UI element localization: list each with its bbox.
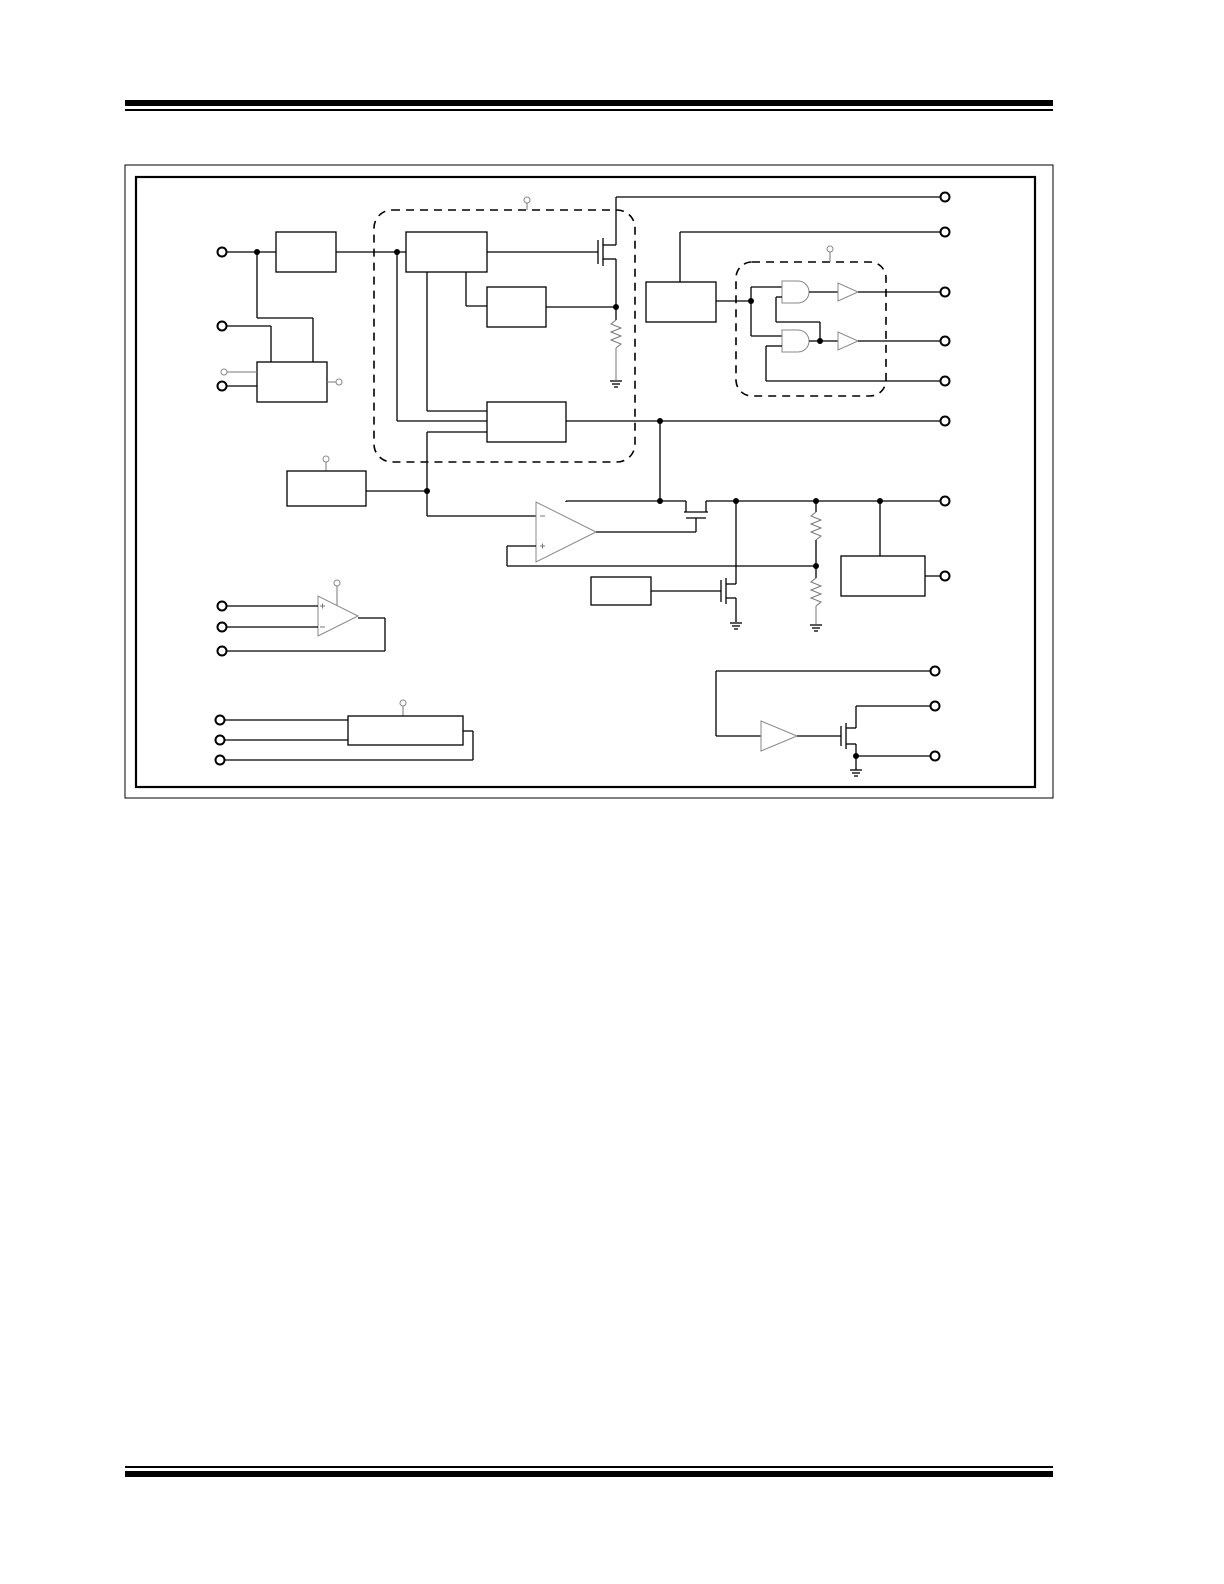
supply-node-icon bbox=[399, 699, 407, 707]
input-block-top bbox=[220, 231, 406, 403]
pin-right bbox=[939, 375, 951, 387]
pin-right bbox=[929, 700, 941, 712]
supply-node-icon bbox=[220, 368, 228, 376]
pin-right bbox=[939, 495, 951, 507]
header-rule-thick bbox=[125, 100, 1053, 106]
supply-node-icon bbox=[333, 579, 341, 587]
pin-left bbox=[216, 600, 228, 612]
pin-left bbox=[216, 320, 228, 332]
pins-left bbox=[214, 246, 228, 766]
pin-left bbox=[214, 734, 226, 746]
pin-left bbox=[214, 754, 226, 766]
pin-right bbox=[929, 665, 941, 677]
supply-node-icon bbox=[335, 378, 343, 386]
supply-node-icon bbox=[322, 455, 330, 463]
figure-frame-outer bbox=[124, 164, 1054, 799]
supply-node-icon bbox=[826, 245, 834, 253]
pins-right bbox=[929, 191, 951, 762]
footer-rule-thin bbox=[125, 1466, 1053, 1468]
monitor-block bbox=[840, 501, 945, 597]
discharge-switch bbox=[590, 501, 742, 630]
header-rule-thin bbox=[125, 109, 1053, 111]
pin-right bbox=[939, 335, 951, 347]
pin-left bbox=[214, 714, 226, 726]
pin-left bbox=[216, 621, 228, 633]
pin-right bbox=[939, 570, 951, 582]
bottom-block bbox=[224, 699, 474, 761]
comparator bbox=[226, 579, 386, 652]
pin-left bbox=[216, 380, 228, 392]
dashed-group-regulator bbox=[373, 209, 636, 463]
pin-left bbox=[216, 645, 228, 657]
output-driver bbox=[715, 670, 930, 777]
dashed-group-logic bbox=[735, 261, 887, 397]
pin-left bbox=[216, 246, 228, 258]
footer-rule-thick bbox=[125, 1471, 1053, 1477]
pin-right bbox=[939, 226, 951, 238]
error-amplifier bbox=[506, 421, 945, 567]
reference-block bbox=[286, 455, 536, 517]
pin-right bbox=[939, 191, 951, 203]
feedback-divider bbox=[809, 501, 823, 632]
logic-group bbox=[645, 231, 945, 382]
pin-right bbox=[939, 415, 951, 427]
regulator-group bbox=[396, 196, 945, 516]
pin-right bbox=[939, 286, 951, 298]
pin-right bbox=[929, 750, 941, 762]
figure-frame-inner bbox=[134, 175, 1037, 789]
supply-node-icon bbox=[523, 196, 531, 204]
